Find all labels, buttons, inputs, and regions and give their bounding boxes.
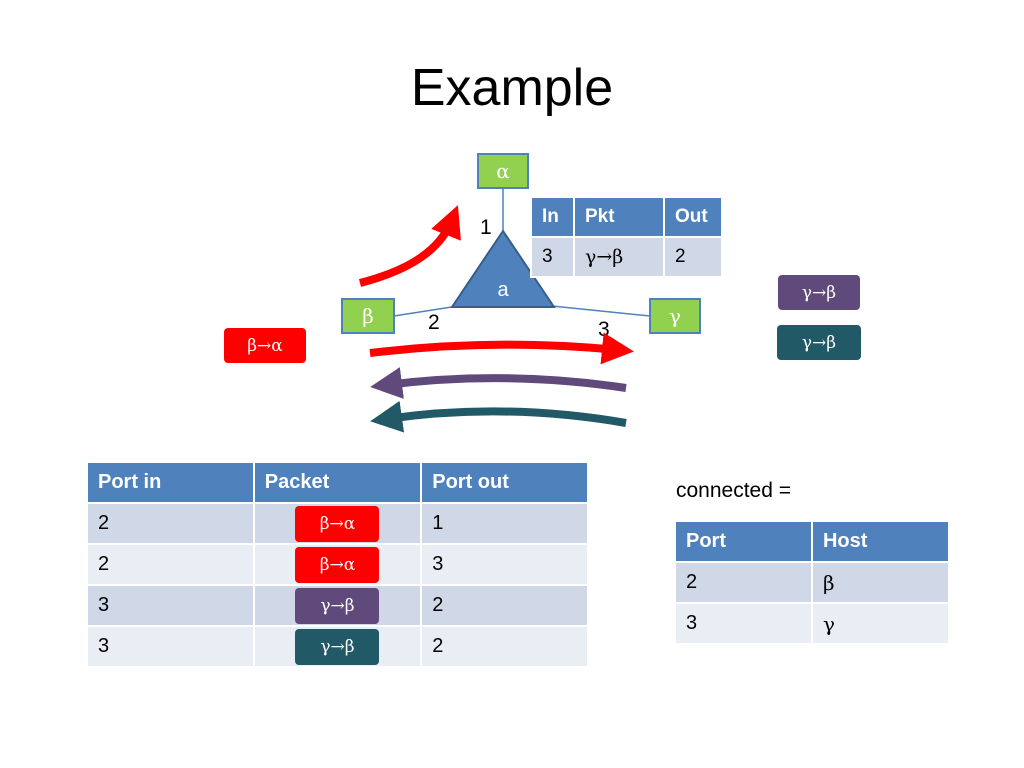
port-label-1: 1	[480, 216, 492, 239]
flow-cell-out: 2	[663, 236, 723, 278]
link-gamma	[551, 305, 651, 317]
rule-packet: β→α	[295, 505, 380, 542]
switch-flow-table: In Pkt Out 3 γ→β 2	[530, 196, 723, 278]
connected-port: 2	[674, 561, 813, 604]
table-row: 3 γ→β 2	[86, 584, 589, 627]
connected-header-port: Port	[674, 520, 813, 563]
host-alpha-label: α	[496, 159, 510, 183]
arrow-teal-left	[370, 400, 627, 433]
table-row: 2 β→α 3	[86, 543, 589, 586]
packet-gamma-beta-teal: γ→β	[777, 325, 861, 360]
rules-header-packet: Packet	[252, 461, 423, 504]
connected-port: 3	[674, 602, 813, 645]
connected-host: γ	[810, 602, 951, 645]
port-label-3: 3	[598, 318, 610, 341]
host-gamma	[649, 298, 701, 334]
flow-header-out: Out	[663, 196, 723, 238]
rule-port-in: 2	[86, 543, 255, 586]
connected-host: β	[810, 561, 951, 604]
rule-port-out: 3	[420, 543, 589, 586]
rule-packet: γ→β	[295, 587, 380, 624]
flow-header-in: In	[530, 196, 575, 238]
slide-title: Example	[410, 59, 614, 117]
rule-packet: γ→β	[295, 628, 380, 665]
rule-port-out: 1	[420, 502, 589, 545]
arrow-red-up	[358, 205, 461, 287]
arrow-red-right	[369, 332, 634, 365]
connected-table: Port Host 2 β 3 γ	[674, 520, 951, 645]
connected-label: connected =	[676, 479, 792, 502]
packet-beta-alpha: β→α	[224, 328, 306, 363]
host-gamma-label: γ	[669, 304, 681, 328]
switch-label: a	[497, 279, 509, 301]
connected-header-host: Host	[810, 520, 951, 563]
table-row: 2 β→α 1	[86, 502, 589, 545]
table-row: 2 β	[674, 561, 951, 604]
host-beta-label: β	[362, 304, 374, 328]
packet-gamma-beta-purple: γ→β	[778, 275, 860, 310]
flow-cell-pkt: γ→β	[573, 236, 665, 278]
switch-a	[450, 229, 556, 308]
table-row: 3 γ→β 2	[86, 625, 589, 668]
rules-table: Port in Packet Port out 2 β→α 1 2 β→α 3 …	[86, 461, 589, 668]
rule-port-in: 3	[86, 584, 255, 627]
host-beta	[341, 298, 395, 334]
rule-port-out: 2	[420, 584, 589, 627]
table-row: 3 γ	[674, 602, 951, 645]
rule-port-in: 2	[86, 502, 255, 545]
host-alpha	[477, 153, 529, 189]
rules-header-port-in: Port in	[86, 461, 255, 504]
rule-packet: β→α	[295, 546, 380, 583]
rule-port-in: 3	[86, 625, 255, 668]
link-beta	[393, 305, 459, 317]
flow-cell-in: 3	[530, 236, 575, 278]
rule-port-out: 2	[420, 625, 589, 668]
rules-header-port-out: Port out	[420, 461, 589, 504]
port-label-2: 2	[428, 311, 440, 334]
arrow-purple-left	[370, 367, 627, 399]
flow-header-pkt: Pkt	[573, 196, 665, 238]
